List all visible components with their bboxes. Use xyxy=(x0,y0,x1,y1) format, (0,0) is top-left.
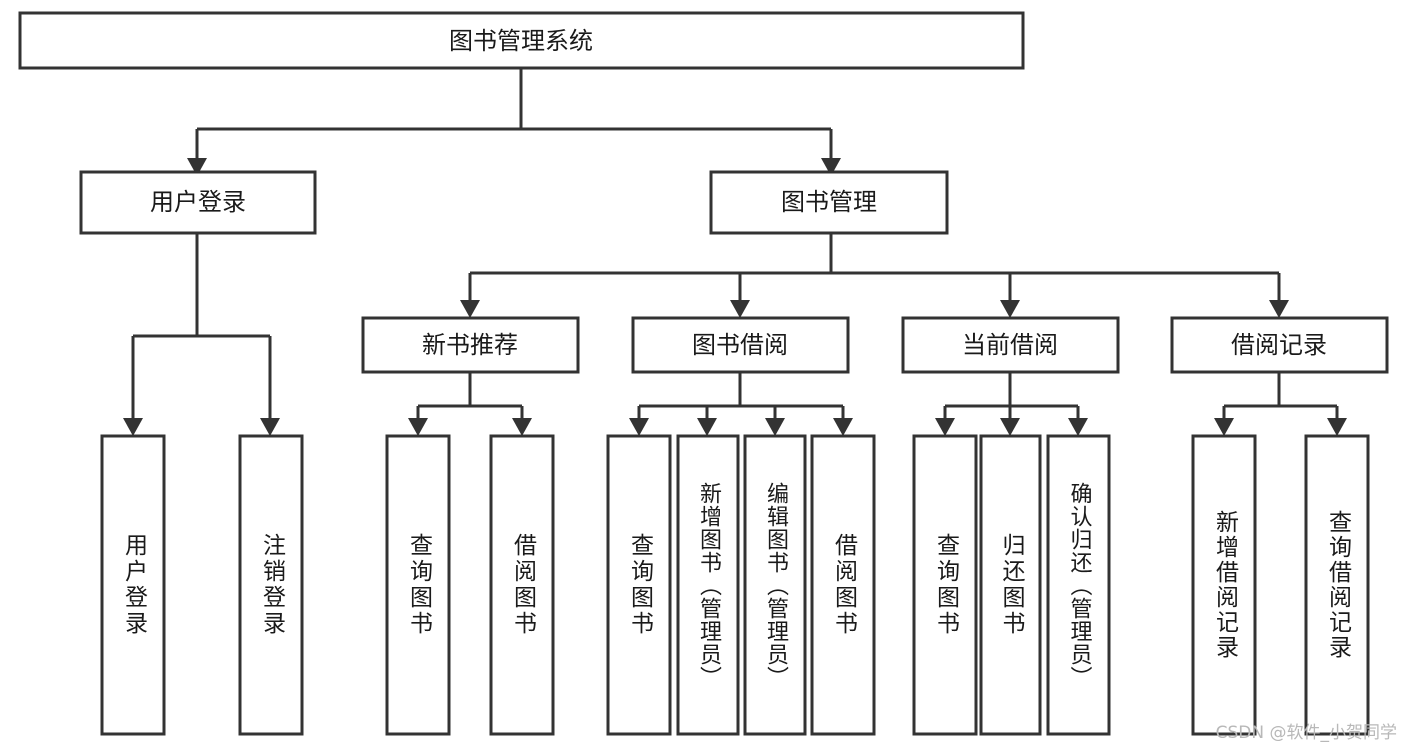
leaf-box-borrow-0[interactable] xyxy=(606,434,672,736)
leaf-box-newbook-1[interactable] xyxy=(489,434,555,736)
connector-root-to-level2 xyxy=(187,68,841,176)
connector-userlogin-to-leaves xyxy=(123,233,280,436)
node-new-book-recommend-label: 新书推荐 xyxy=(422,331,518,359)
node-current-borrow-label: 当前借阅 xyxy=(962,331,1058,359)
node-root[interactable] xyxy=(18,11,1025,70)
connector-current-to-leaves xyxy=(935,372,1088,436)
connector-record-to-leaves xyxy=(1214,372,1347,436)
leaf-box-borrow-3[interactable] xyxy=(810,434,876,736)
node-book-borrow-label: 图书借阅 xyxy=(692,331,788,359)
node-book-borrow[interactable] xyxy=(631,316,850,374)
node-root-label: 图书管理系统 xyxy=(449,27,593,55)
node-borrow-record-label: 借阅记录 xyxy=(1231,331,1327,359)
node-book-management[interactable] xyxy=(709,170,949,235)
node-book-management-label: 图书管理 xyxy=(781,188,877,216)
node-borrow-record[interactable] xyxy=(1170,316,1389,374)
node-new-book-recommend[interactable] xyxy=(361,316,580,374)
connector-newbook-to-leaves xyxy=(408,372,532,436)
node-user-login[interactable] xyxy=(79,170,317,235)
leaf-box-record-0[interactable] xyxy=(1191,434,1257,736)
leaf-box-current-0[interactable] xyxy=(912,434,978,736)
leaf-box-borrow-1[interactable] xyxy=(676,434,740,736)
node-current-borrow[interactable] xyxy=(901,316,1120,374)
connector-borrow-to-leaves xyxy=(629,372,853,436)
connector-bookmgmt-to-level3 xyxy=(460,233,1289,318)
leaf-box-newbook-0[interactable] xyxy=(385,434,451,736)
leaf-box-user-login-0[interactable] xyxy=(100,434,166,736)
leaf-box-record-1[interactable] xyxy=(1304,434,1370,736)
leaf-box-user-login-1[interactable] xyxy=(238,434,304,736)
leaf-box-current-2[interactable] xyxy=(1046,434,1111,736)
csdn-watermark: CSDN @软件_小贺同学 xyxy=(1215,723,1397,743)
node-user-login-label: 用户登录 xyxy=(150,188,246,216)
leaf-box-current-1[interactable] xyxy=(979,434,1042,736)
leaf-box-borrow-2[interactable] xyxy=(743,434,807,736)
